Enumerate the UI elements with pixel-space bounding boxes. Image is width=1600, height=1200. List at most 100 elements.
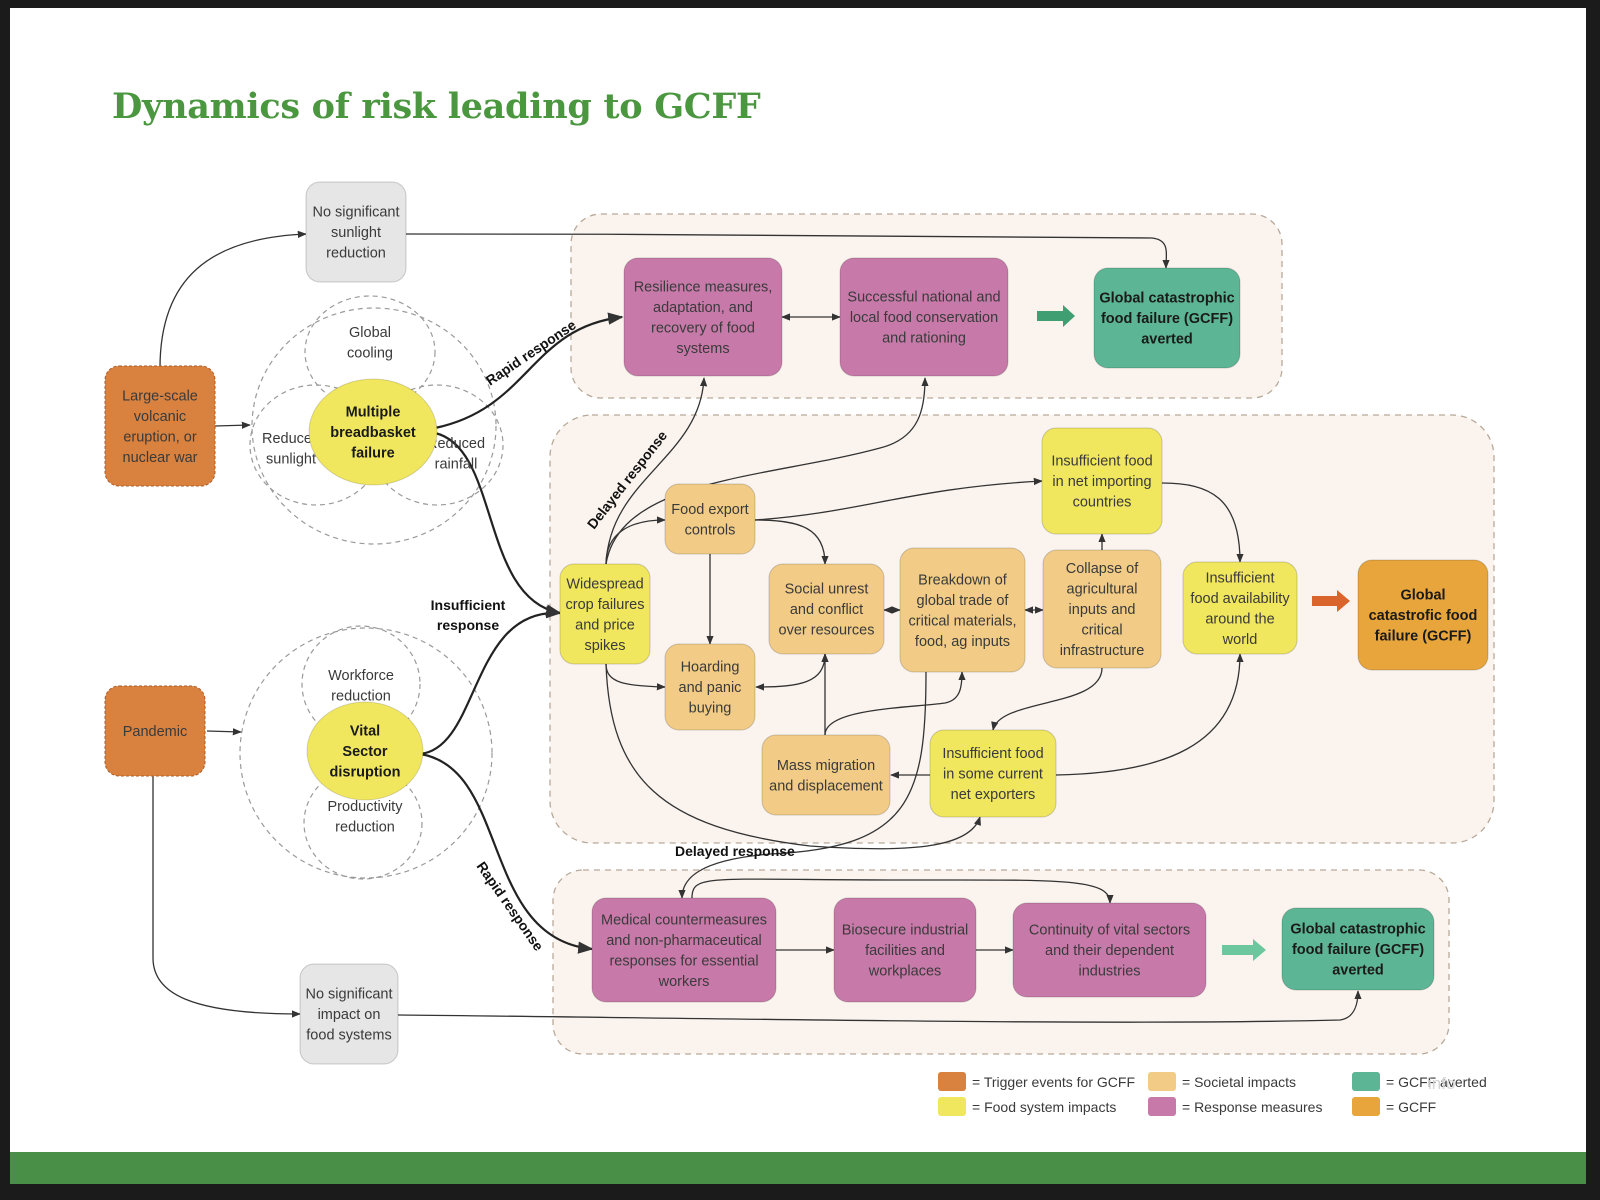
- node-resilience: Resilience measures,adaptation, andrecov…: [623, 257, 783, 377]
- rapid-response-label-top: Rapid response: [483, 316, 579, 388]
- node-label-line: disruption: [330, 765, 401, 781]
- node-label-line: industries: [1078, 964, 1140, 980]
- node-label-line: Global: [1400, 588, 1445, 604]
- node-box: [664, 643, 756, 731]
- legend-label: = Societal impacts: [1182, 1074, 1296, 1090]
- node-label-line: Food export: [671, 502, 748, 518]
- node-box: [104, 365, 216, 487]
- node-label-line: recovery of food: [651, 320, 755, 336]
- node-insufficient-availability: Insufficient food availability around the w…: [1182, 561, 1298, 655]
- node-label-line: and their dependent: [1045, 943, 1174, 959]
- node-label-line: Widespread: [566, 576, 643, 592]
- node-label-line: systems: [676, 341, 729, 357]
- node-label-line: Vital: [350, 724, 380, 740]
- legend-swatch: [1352, 1097, 1380, 1116]
- node-pandemic: Pandemic: [104, 685, 206, 777]
- node-label-line: buying: [689, 701, 732, 717]
- legend-swatch: [1352, 1072, 1380, 1091]
- risk-dynamics-diagram: Rapid response Delayed response Insuffic…: [104, 181, 1495, 1116]
- node-box: [929, 729, 1057, 818]
- node-label-line: Mass migration: [777, 758, 875, 774]
- node-box: [104, 685, 206, 777]
- node-label-line: Insufficient: [1205, 570, 1274, 586]
- node-label-line: Social unrest: [785, 582, 869, 598]
- legend-swatch: [938, 1072, 966, 1091]
- legend-item: = Trigger events for GCFF: [938, 1072, 1135, 1091]
- node-label-line: food availability: [1190, 591, 1290, 607]
- node-box: [1012, 902, 1207, 998]
- node-label-line: crop failures: [566, 597, 645, 613]
- node-label-line: local food conservation: [850, 310, 998, 326]
- node-label-line: Reduced: [262, 431, 320, 447]
- node-label-line: food, ag inputs: [915, 634, 1010, 650]
- node-label-line: Medical countermeasures: [601, 912, 767, 928]
- node-label-line: reduction: [326, 246, 386, 262]
- node-label-line: world: [1222, 632, 1258, 648]
- delayed-response-label-bottom: Delayed response: [675, 843, 795, 859]
- legend-label: = GCFF: [1386, 1099, 1436, 1115]
- node-label-line: Multiple: [346, 405, 401, 421]
- legend-label: = Response measures: [1182, 1099, 1322, 1115]
- slide-title: Dynamics of risk leading to GCFF: [112, 86, 761, 127]
- node-label-line: Large-scale: [122, 388, 198, 404]
- node-label-line: countries: [1073, 495, 1132, 511]
- insufficient-response-label-1: Insufficient: [431, 597, 506, 613]
- legend-swatch: [938, 1097, 966, 1116]
- node-label-line: workers: [658, 974, 710, 990]
- node-label-line: and rationing: [882, 331, 966, 347]
- node-label-line: critical materials,: [909, 613, 1017, 629]
- node-label-line: Successful national and: [847, 290, 1000, 306]
- node-label-line: Sector: [342, 744, 387, 760]
- node-label-line: failure: [351, 446, 395, 462]
- node-label-line: food systems: [306, 1028, 391, 1044]
- node-box: [761, 734, 891, 816]
- node-box: [1041, 427, 1163, 535]
- insufficient-response-label-2: response: [437, 617, 499, 633]
- node-label-line: spikes: [584, 638, 625, 654]
- node-box: [768, 563, 885, 655]
- node-box: [839, 257, 1009, 377]
- node-label-line: around the: [1205, 611, 1274, 627]
- node-label-line: and price: [575, 617, 635, 633]
- node-label-line: controls: [685, 522, 736, 538]
- node-label-line: net exporters: [951, 787, 1036, 803]
- node-box: [833, 897, 977, 1003]
- node-label-line: agricultural: [1067, 582, 1138, 598]
- legend: = Trigger events for GCFF = Societal impa…: [938, 1072, 1487, 1116]
- node-ellipse: [306, 701, 424, 801]
- node-label-line: volcanic: [134, 409, 186, 425]
- node-label-line: Biosecure industrial: [842, 923, 969, 939]
- pandemic-response-region: [552, 869, 1450, 1055]
- node-label-line: rainfall: [435, 456, 478, 472]
- node-box: [1042, 549, 1162, 669]
- node-label-line: over resources: [779, 623, 875, 639]
- node-label-line: Breakdown of: [918, 572, 1008, 588]
- node-conservation: Successful national and local food conser…: [839, 257, 1009, 377]
- legend-item: = Societal impacts: [1148, 1072, 1296, 1091]
- averted-arrow-bottom: [1222, 939, 1266, 961]
- node-label-line: Workforce: [328, 668, 394, 684]
- node-label-line: averted: [1332, 963, 1384, 979]
- node-box: [305, 181, 407, 283]
- legend-label: = Food system impacts: [972, 1099, 1116, 1115]
- node-label-line: food failure (GCFF): [1292, 942, 1424, 958]
- legend-swatch: [1148, 1072, 1176, 1091]
- node-label-line: inputs and: [1069, 602, 1136, 618]
- node-label-line: critical: [1081, 623, 1122, 639]
- node-box: [899, 547, 1026, 673]
